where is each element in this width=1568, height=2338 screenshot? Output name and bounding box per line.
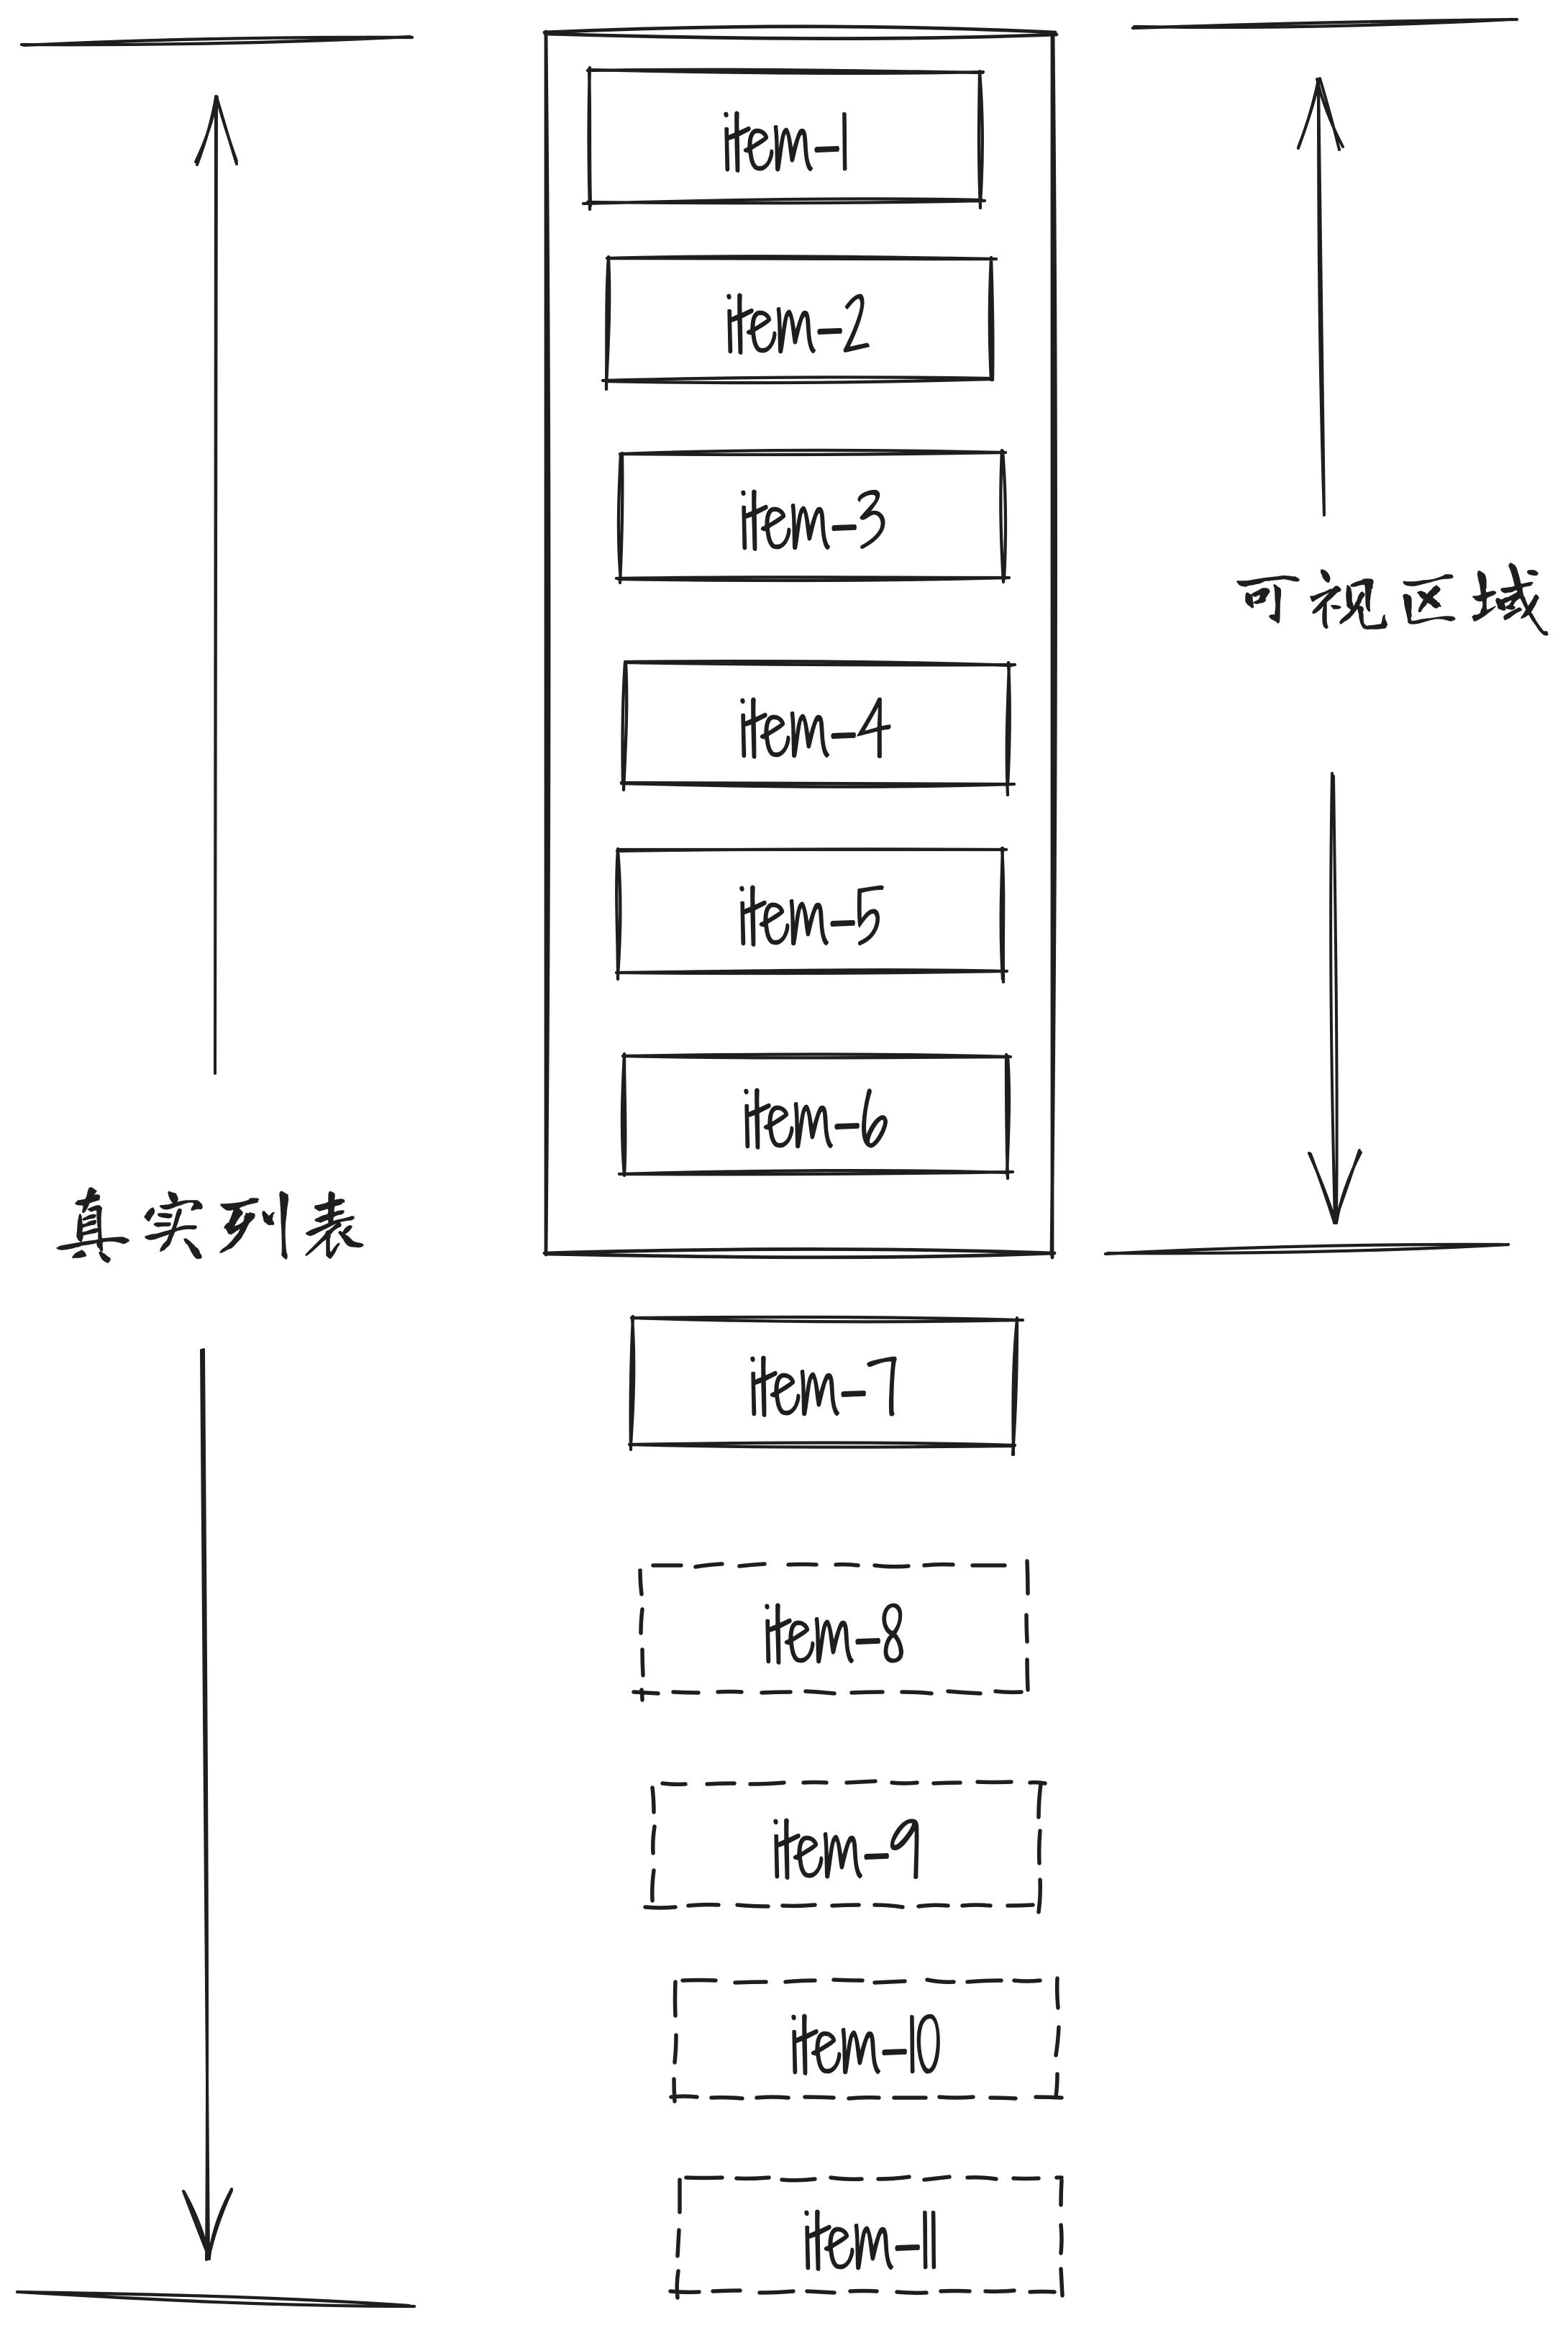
viewport-label-glyphs bbox=[1236, 563, 1549, 636]
item-box-3-border bbox=[614, 448, 1011, 585]
item-label-2: item-2 bbox=[727, 281, 869, 367]
item-label-4: item-4 bbox=[740, 685, 890, 771]
real-list-extent-line-bottom bbox=[15, 2290, 416, 2309]
item-box-4-border bbox=[619, 659, 1017, 797]
real-list-arrow-down bbox=[182, 1348, 233, 2261]
item-box-1 bbox=[581, 65, 987, 211]
item-box-8-border bbox=[632, 1559, 1030, 1702]
item-label-11: item-11 bbox=[805, 2197, 936, 2283]
item-box-2 bbox=[601, 255, 998, 391]
real-list-label-glyphs bbox=[56, 1187, 364, 1263]
item-box-11-border bbox=[668, 2175, 1065, 2300]
item-box-6-border bbox=[617, 1052, 1015, 1181]
viewport-box bbox=[542, 24, 1059, 1260]
item-label-8: item-8 bbox=[765, 1591, 903, 1677]
item-box-10-border bbox=[669, 1976, 1064, 2103]
real-list-extent bbox=[15, 35, 416, 2309]
item-box-11 bbox=[668, 2175, 1065, 2300]
item-box-5-border bbox=[614, 846, 1009, 984]
item-box-9-border bbox=[643, 1779, 1047, 1914]
item-label-7: item-7 bbox=[751, 1343, 896, 1429]
viewport-extent bbox=[1103, 17, 1519, 1256]
real-list-label: 真实列表 bbox=[57, 1188, 363, 1263]
item-box-8 bbox=[632, 1559, 1030, 1702]
item-label-6: item-6 bbox=[744, 1075, 887, 1162]
item-box-5 bbox=[614, 846, 1009, 984]
item-box-7-border bbox=[627, 1314, 1025, 1457]
item-box-1-border bbox=[581, 65, 987, 211]
item-label-1: item-1 bbox=[724, 99, 847, 185]
item-box-6 bbox=[617, 1052, 1015, 1181]
item-label-10: item-10 bbox=[792, 2001, 939, 2088]
item-box-10 bbox=[669, 1976, 1064, 2103]
item-label-3: item-3 bbox=[741, 477, 884, 563]
real-list-arrow-up bbox=[194, 95, 238, 1075]
viewport-box-border bbox=[542, 24, 1059, 1260]
viewport-label: 可视区域 bbox=[1237, 563, 1547, 635]
item-box-9 bbox=[643, 1779, 1047, 1914]
item-box-2-border bbox=[601, 255, 998, 391]
item-box-7 bbox=[627, 1314, 1025, 1457]
viewport-extent-line-top bbox=[1131, 17, 1519, 30]
item-box-4 bbox=[619, 659, 1017, 797]
item-box-3 bbox=[614, 448, 1011, 585]
viewport-arrow-down bbox=[1308, 772, 1362, 1224]
viewport-extent-line-bottom bbox=[1103, 1242, 1510, 1256]
item-label-5: item-5 bbox=[739, 873, 883, 959]
viewport-arrow-up bbox=[1297, 77, 1344, 517]
real-list-extent-line-top bbox=[19, 35, 414, 47]
item-label-9: item-9 bbox=[774, 1806, 919, 1892]
